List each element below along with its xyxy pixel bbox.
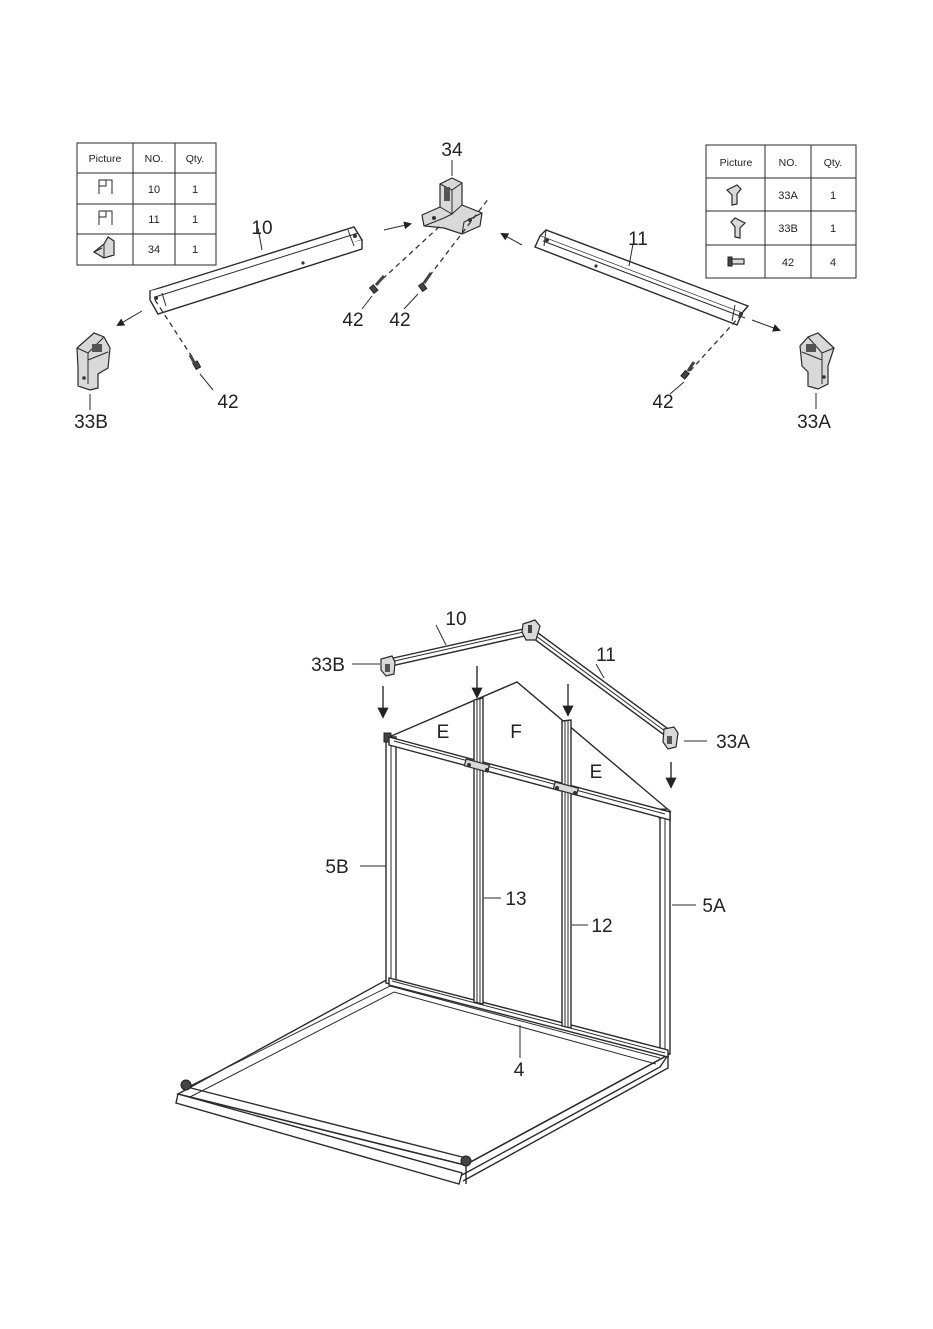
table-cell-no: 33A [778,190,798,202]
parts-table-right: Picture NO. Qty. 33A 1 33B 1 42 4 [706,145,856,278]
label-part-33B: 33B [311,655,345,676]
table-cell-qty: 1 [830,223,836,235]
corner-connector-33B [381,656,395,676]
screw-42 [419,273,431,291]
label-screw-42: 42 [389,310,410,331]
label-screw-42: 42 [342,310,363,331]
table-cell-no: 34 [148,244,160,256]
label-part-12: 12 [591,916,612,937]
table-header-no: NO. [145,153,164,165]
arrow-insert-left [384,224,410,230]
screw-42 [681,362,694,379]
label-part-33A: 33A [716,732,750,753]
label-part-11: 11 [596,645,616,666]
bar-bracket-icon [99,180,112,194]
base-frame-4 [176,978,668,1184]
label-part-13: 13 [505,889,526,910]
label-panel-e: E [590,762,603,783]
roof-bar-10 [389,628,529,666]
roof-bar-10 [150,227,362,314]
label-part-5B: 5B [325,857,348,878]
table-cell-no: 10 [148,184,160,196]
corner-connector-icon [727,185,741,205]
label-screw-42: 42 [217,392,238,413]
label-part-5A: 5A [702,896,726,917]
label-part-10: 10 [445,609,466,630]
apex-connector-icon [94,237,114,258]
label-screw-42: 42 [652,392,673,413]
label-panel-e: E [437,722,450,743]
table-header-no: NO. [779,157,798,169]
table-header-qty: Qty. [824,157,842,169]
table-header-picture: Picture [89,153,122,165]
arrow-insert-right [502,234,522,245]
table-cell-no: 33B [778,223,798,235]
parts-table-left: Picture NO. Qty. 10 1 11 1 34 1 [77,143,216,265]
apex-connector-34 [422,178,482,234]
table-cell-qty: 1 [192,244,198,256]
table-cell-qty: 1 [192,184,198,196]
table-cell-qty: 4 [830,257,836,269]
corner-connector-33B [77,333,110,390]
exploded-view: 34 10 11 [74,140,834,433]
label-panel-f: F [510,722,522,743]
screw-icon [728,257,744,266]
screw-42 [370,276,384,293]
table-cell-qty: 1 [830,190,836,202]
label-part-33A: 33A [797,412,831,433]
bar-bracket-icon [99,211,112,225]
table-cell-qty: 1 [192,214,198,226]
corner-connector-icon [731,218,745,238]
corner-connector-33A [663,727,678,749]
apex-connector-34 [522,620,540,640]
label-part-11: 11 [628,229,648,250]
label-part-4: 4 [514,1060,525,1081]
table-header-picture: Picture [720,157,753,169]
arrow-corner-left [118,311,142,325]
arrow-corner-right [752,320,779,330]
screw-42 [190,355,201,369]
label-part-34: 34 [441,140,463,161]
assembly-view: 10 11 33B 33A 4 [176,609,750,1184]
corner-connector-33A [800,333,834,389]
table-cell-no: 11 [148,214,159,226]
table-cell-no: 42 [782,257,794,269]
label-part-33B: 33B [74,412,108,433]
table-header-qty: Qty. [186,153,204,165]
label-part-10: 10 [251,218,272,239]
